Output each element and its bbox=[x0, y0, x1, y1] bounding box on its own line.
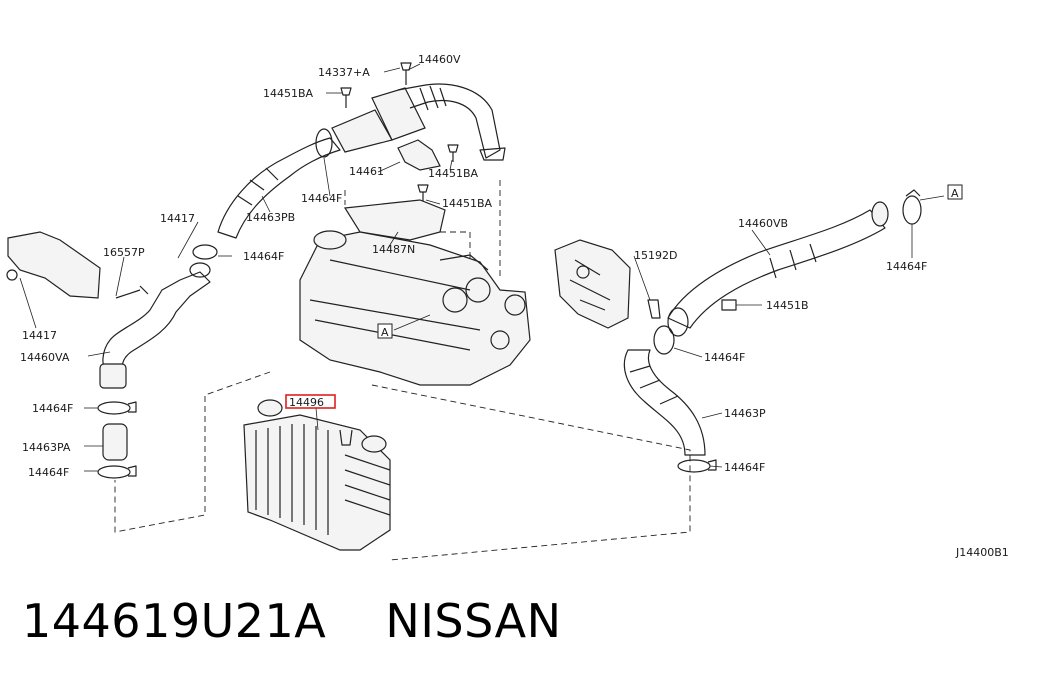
footer: 144619U21A NISSAN bbox=[22, 594, 562, 664]
label-14451ba-top[interactable]: 14451BA bbox=[263, 87, 314, 100]
intercooler-14496 bbox=[243, 399, 391, 551]
label-14464f-r2[interactable]: 14464F bbox=[704, 351, 745, 364]
label-14460va[interactable]: 14460VA bbox=[20, 351, 70, 364]
label-14464f-b[interactable]: 14464F bbox=[28, 466, 69, 479]
label-14337a[interactable]: 14337+A bbox=[318, 66, 370, 79]
label-14460vb[interactable]: 14460VB bbox=[738, 217, 788, 230]
upper-air-duct bbox=[217, 83, 506, 239]
label-14496[interactable]: 14496 bbox=[289, 396, 324, 409]
label-14464f-top[interactable]: 14464F bbox=[301, 192, 342, 205]
label-14463p[interactable]: 14463P bbox=[724, 407, 766, 420]
label-14460v[interactable]: 14460V bbox=[418, 53, 461, 66]
left-intake-tube-14460va bbox=[99, 262, 211, 389]
bolt-14451ba-mid-icon bbox=[447, 144, 459, 162]
clamp-14464f-r1-icon bbox=[902, 189, 922, 225]
diagram-code: J14400B1 bbox=[955, 546, 1009, 559]
clamp-14464f-a-icon bbox=[97, 401, 137, 415]
dashed-guide-top bbox=[344, 180, 501, 280]
label-14461[interactable]: 14461 bbox=[349, 165, 384, 178]
ref-box-a-engine bbox=[377, 323, 393, 339]
label-16557p[interactable]: 16557P bbox=[103, 246, 145, 259]
bolt-14451ba-top-icon bbox=[340, 87, 352, 108]
bracket-14461 bbox=[397, 139, 441, 171]
label-14464f-a[interactable]: 14464F bbox=[32, 402, 73, 415]
clamp-14464f-left-icon bbox=[192, 244, 218, 260]
label-14417-low[interactable]: 14417 bbox=[22, 329, 57, 342]
bolt-14337a-icon bbox=[400, 62, 412, 85]
label-14463pb[interactable]: 14463PB bbox=[246, 211, 295, 224]
label-14451ba-low[interactable]: 14451BA bbox=[442, 197, 493, 210]
lower-hose-14463p bbox=[623, 349, 706, 456]
label-14417-top[interactable]: 14417 bbox=[160, 212, 195, 225]
dashed-guide-right bbox=[371, 384, 691, 561]
clamp-14464f-r2-icon bbox=[653, 325, 675, 355]
label-14451ba-mid[interactable]: 14451BA bbox=[428, 167, 479, 180]
brand-name: NISSAN bbox=[385, 594, 562, 648]
label-14464f-left[interactable]: 14464F bbox=[243, 250, 284, 263]
hose-14463pa-icon bbox=[102, 423, 128, 461]
sensor-16557p-icon bbox=[115, 285, 149, 299]
compressor-15192d bbox=[554, 239, 631, 329]
part-labels: 14460V 14337+A 14451BA 14461 14451BA 144… bbox=[20, 53, 1009, 559]
dashed-guide-left bbox=[114, 371, 271, 533]
label-14463pa[interactable]: 14463PA bbox=[22, 441, 71, 454]
leader-lines bbox=[19, 63, 945, 472]
ref-box-a-right bbox=[947, 184, 963, 200]
label-a-engine[interactable]: A bbox=[381, 326, 389, 339]
label-14464f-r3[interactable]: 14464F bbox=[724, 461, 765, 474]
part-number: 144619U21A bbox=[22, 594, 327, 648]
highlight-box-14496 bbox=[285, 394, 336, 409]
bolt-14451b-icon bbox=[721, 299, 737, 311]
label-14464f-r1[interactable]: 14464F bbox=[886, 260, 927, 273]
label-14451b[interactable]: 14451B bbox=[766, 299, 809, 312]
parts-diagram: 14460V 14337+A 14451BA 14461 14451BA 144… bbox=[6, 53, 1009, 561]
right-intake-tube-14460vb bbox=[667, 201, 889, 337]
engine-block bbox=[299, 230, 531, 386]
label-15192d[interactable]: 15192D bbox=[634, 249, 677, 262]
label-14487n[interactable]: 14487N bbox=[372, 243, 415, 256]
left-bracket-14417 bbox=[6, 231, 101, 299]
sensor-bolt-15192d-icon bbox=[647, 299, 661, 319]
label-a-right[interactable]: A bbox=[951, 187, 959, 200]
clamp-14464f-b-icon bbox=[97, 465, 137, 479]
